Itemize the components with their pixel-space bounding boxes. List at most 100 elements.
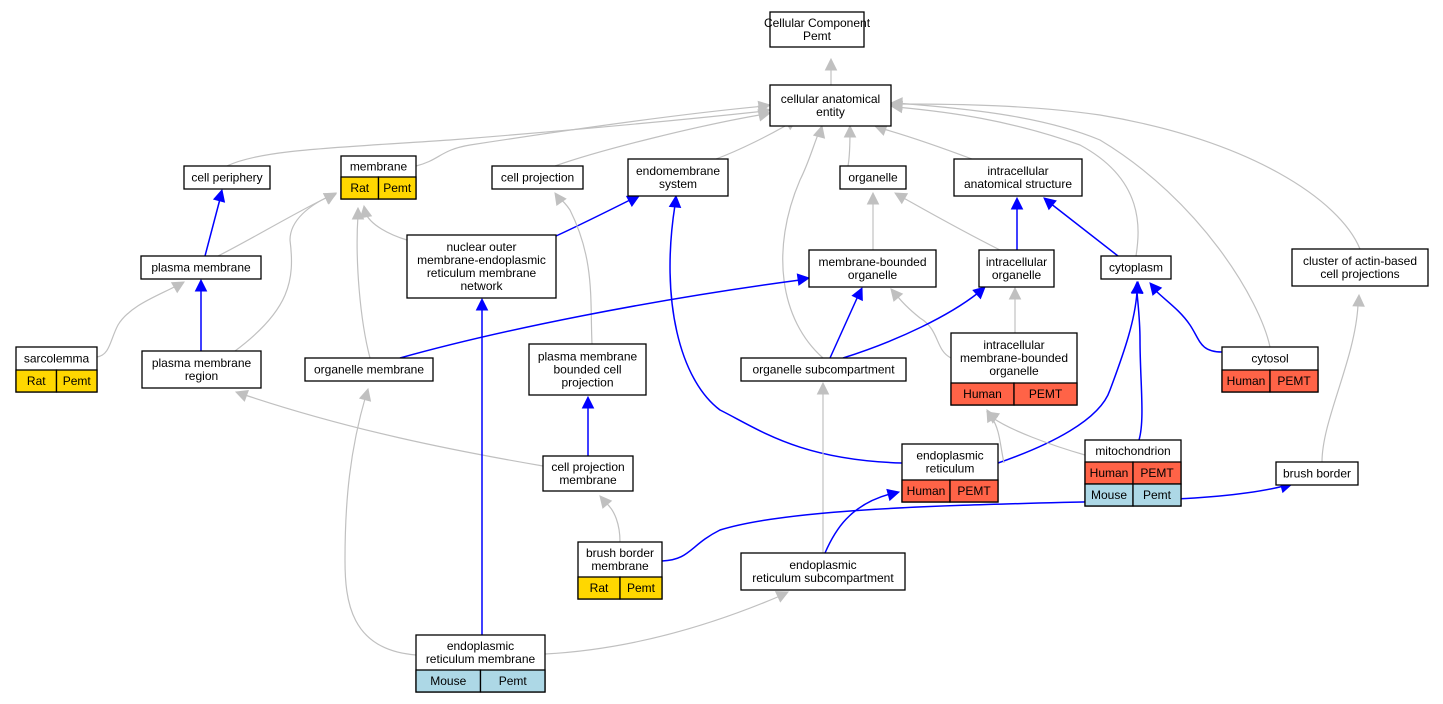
- node-label: region: [185, 369, 218, 383]
- edge-ermem-to-orgmem: [344, 387, 417, 656]
- edge-line: [344, 394, 417, 656]
- node-label: reticulum: [926, 462, 975, 476]
- edge-imbo-to-mbo: [890, 288, 952, 359]
- edge-line: [1321, 304, 1359, 463]
- edge-bbm-to-cpm: [599, 495, 621, 543]
- node-label: plasma membrane: [151, 261, 251, 275]
- arrowhead-icon: [757, 100, 772, 114]
- annotation-gene-label: PEMT: [1140, 466, 1174, 480]
- node-box: [953, 158, 1083, 197]
- node-cytoplasm[interactable]: cytoplasm: [1100, 255, 1172, 280]
- arrowhead-icon: [1010, 196, 1024, 210]
- annotation-cell-gene: [55, 369, 98, 393]
- arrowhead-icon: [796, 273, 811, 286]
- node-box: [978, 249, 1055, 288]
- annotation-species-label: Human: [1090, 466, 1129, 480]
- edge-actin-to-cae: [889, 97, 1361, 250]
- node-orgmem[interactable]: organelle membrane: [304, 357, 434, 382]
- edge-mbo-to-organelle: [866, 191, 880, 250]
- edge-line: [895, 106, 1139, 257]
- node-orgsub[interactable]: organelle subcompartment: [740, 357, 907, 382]
- node-label: organelle: [848, 268, 898, 282]
- arrowhead-icon: [1149, 282, 1163, 296]
- edge-line: [1136, 291, 1143, 441]
- node-box: [808, 249, 937, 288]
- edge-ersub-to-orgsub: [816, 381, 830, 553]
- annotation-cell-gene: [1269, 369, 1319, 393]
- node-label: membrane-endoplasmic: [417, 253, 546, 267]
- arrowhead-icon: [886, 488, 901, 502]
- edge-cae-to-cc: [824, 57, 838, 85]
- node-label: anatomical structure: [964, 177, 1072, 191]
- node-box: [769, 84, 892, 127]
- annotation-gene-label: Pemt: [383, 181, 412, 195]
- arrowhead-icon: [358, 387, 372, 402]
- node-imbo[interactable]: intracellularmembrane-boundedorganelleHu…: [950, 332, 1078, 406]
- annotation-species-label: Human: [907, 484, 946, 498]
- node-box: [183, 165, 271, 190]
- node-label: cell projections: [1320, 267, 1399, 281]
- edge-pmbcp-to-cellproj: [554, 192, 593, 345]
- node-box: [141, 350, 262, 389]
- edge-line: [1154, 289, 1223, 353]
- node-box: [406, 234, 557, 299]
- node-organelle[interactable]: organelle: [839, 165, 907, 190]
- edge-line: [1049, 202, 1119, 257]
- node-nucouter[interactable]: nuclear outermembrane-endoplasmicreticul…: [406, 234, 557, 299]
- edge-line: [782, 129, 824, 359]
- node-brushborder[interactable]: brush border: [1275, 461, 1359, 486]
- node-label: membrane-bounded: [960, 351, 1068, 365]
- node-cellper[interactable]: cell periphery: [183, 165, 271, 190]
- edge-sarcolemma-to-plasmamem: [96, 281, 185, 358]
- node-label: plasma membrane: [538, 350, 638, 364]
- node-label: intracellular: [983, 338, 1044, 352]
- arrowhead-icon: [212, 188, 226, 203]
- node-cellproj[interactable]: cell projection: [491, 165, 584, 190]
- edge-line: [415, 105, 766, 167]
- edge-orgsub-to-cae: [782, 124, 826, 359]
- edge-line: [234, 195, 331, 352]
- node-box: [627, 158, 729, 197]
- edge-ermem-to-ersub: [544, 591, 790, 655]
- node-box: [140, 255, 262, 280]
- edge-line: [997, 291, 1138, 464]
- node-box: [1291, 248, 1429, 287]
- edge-plasmamem-to-membrane: [217, 193, 338, 257]
- edge-cytosol-to-cytoplasm: [1149, 282, 1223, 353]
- node-box: [740, 357, 907, 382]
- edge-line: [555, 199, 631, 237]
- node-label: cellular anatomical: [781, 92, 880, 106]
- edge-line: [899, 195, 1001, 251]
- node-label: system: [659, 177, 697, 191]
- arrowhead-icon: [816, 381, 830, 395]
- edge-organelle-to-cae: [843, 124, 857, 167]
- edge-nucouter-to-endosys: [555, 195, 640, 237]
- edge-ermem-to-nucouter: [475, 297, 489, 635]
- edge-orgsub-to-mbo: [829, 286, 863, 359]
- node-label: brush border: [586, 546, 654, 560]
- edge-line: [204, 198, 221, 257]
- node-label: endoplasmic: [447, 639, 514, 653]
- annotation-species-label: Rat: [590, 581, 609, 595]
- edge-cpm-to-pmregion: [234, 390, 544, 467]
- node-plasmamem[interactable]: plasma membrane: [140, 255, 262, 280]
